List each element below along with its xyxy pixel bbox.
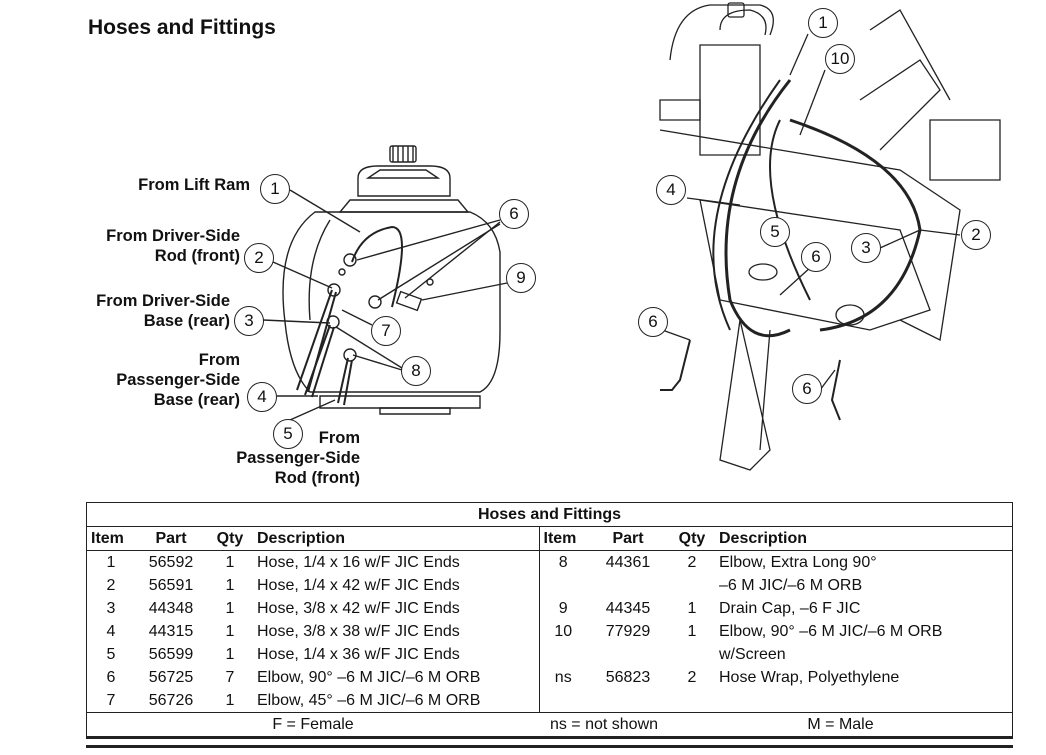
cell-description: Drain Cap, –6 F JIC bbox=[719, 600, 861, 617]
cell-qty: 7 bbox=[225, 669, 235, 686]
reservoir-diagram bbox=[262, 2, 1001, 471]
parts-table: Hoses and Fittings Item Part Qty Descrip… bbox=[87, 503, 1012, 738]
table-row: 5 56599 1 Hose, 1/4 x 36 w/F JIC Ends bbox=[87, 643, 1012, 666]
bubble-r-3: 3 bbox=[851, 233, 881, 263]
page-title: Hoses and Fittings bbox=[88, 16, 276, 39]
bubble-r-6c: 6 bbox=[792, 374, 822, 404]
header-part: Part bbox=[587, 526, 669, 551]
cell-qty: 2 bbox=[687, 554, 697, 571]
cell-item: ns bbox=[538, 666, 587, 689]
cell-qty: 1 bbox=[687, 600, 697, 617]
cell-item: 7 bbox=[106, 692, 116, 709]
legend-not-shown: ns = not shown bbox=[539, 712, 669, 738]
bubble-8: 8 bbox=[401, 356, 431, 386]
header-description: Description bbox=[253, 526, 539, 551]
cell-qty: 2 bbox=[687, 669, 697, 686]
bottom-rule bbox=[86, 745, 1013, 748]
cell-item: 6 bbox=[106, 669, 116, 686]
bubble-7: 7 bbox=[371, 316, 401, 346]
table-title: Hoses and Fittings bbox=[87, 503, 1012, 527]
cell-qty: 1 bbox=[225, 600, 235, 617]
bubble-6: 6 bbox=[499, 199, 529, 229]
bubble-r-6a: 6 bbox=[801, 242, 831, 272]
header-item: Item bbox=[538, 526, 587, 551]
table-row: 6 56725 7 Elbow, 90° –6 M JIC/–6 M ORB n… bbox=[87, 666, 1012, 689]
legend-female: F = Female bbox=[87, 712, 539, 738]
cell-qty: 1 bbox=[687, 623, 697, 640]
cell-description: Elbow, 45° –6 M JIC/–6 M ORB bbox=[257, 692, 481, 709]
legend-male: M = Male bbox=[669, 712, 1012, 738]
cell-item: 10 bbox=[538, 620, 587, 643]
header-item: Item bbox=[87, 526, 135, 551]
cell-part: 56726 bbox=[148, 692, 194, 709]
bubble-r-2: 2 bbox=[961, 220, 991, 250]
cell-description: Hose, 1/4 x 42 w/F JIC Ends bbox=[257, 577, 460, 594]
cell-description: Hose, 3/8 x 42 w/F JIC Ends bbox=[257, 600, 460, 617]
header-qty: Qty bbox=[669, 526, 715, 551]
callout-from-driver-side-base: From Driver-Side Base (rear) bbox=[96, 292, 230, 330]
legend-row: F = Female ns = not shown M = Male bbox=[87, 712, 1012, 738]
cell-part: 44348 bbox=[148, 600, 194, 617]
cell-part: 56592 bbox=[148, 554, 194, 571]
bubble-2: 2 bbox=[244, 243, 274, 273]
table-row: 4 44315 1 Hose, 3/8 x 38 w/F JIC Ends 10… bbox=[87, 620, 1012, 663]
bubble-4: 4 bbox=[247, 382, 277, 412]
cell-part: 44345 bbox=[605, 600, 651, 617]
cell-item: 1 bbox=[106, 554, 116, 571]
bubble-r-5: 5 bbox=[760, 217, 790, 247]
cell-part: 56599 bbox=[148, 646, 194, 663]
cell-qty: 1 bbox=[225, 577, 235, 594]
table-row: 7 56726 1 Elbow, 45° –6 M JIC/–6 M ORB bbox=[87, 689, 1012, 713]
cell-item: 5 bbox=[106, 646, 116, 663]
header-qty: Qty bbox=[207, 526, 253, 551]
callout-from-passenger-side-rod: From Passenger-Side Rod (front) bbox=[236, 429, 360, 487]
bubble-1: 1 bbox=[260, 174, 290, 204]
header-part: Part bbox=[135, 526, 207, 551]
cell-description: Hose, 1/4 x 36 w/F JIC Ends bbox=[257, 646, 460, 663]
cell-part: 56725 bbox=[148, 669, 194, 686]
cell-item: 3 bbox=[106, 600, 116, 617]
cell-qty: 1 bbox=[225, 692, 235, 709]
callout-from-passenger-side-base: From Passenger-Side Base (rear) bbox=[116, 351, 240, 409]
cell-description: Elbow, 90° –6 M JIC/–6 M ORB w/Screen bbox=[719, 623, 943, 663]
table-row: 1 56592 1 Hose, 1/4 x 16 w/F JIC Ends 8 … bbox=[87, 550, 1012, 594]
callout-from-driver-side-rod: From Driver-Side Rod (front) bbox=[106, 227, 240, 265]
bubble-5: 5 bbox=[273, 419, 303, 449]
cell-description: Elbow, 90° –6 M JIC/–6 M ORB bbox=[257, 669, 481, 686]
cell-description: Hose, 3/8 x 38 w/F JIC Ends bbox=[257, 623, 460, 640]
cell-item: 2 bbox=[106, 577, 116, 594]
callout-from-lift-ram: From Lift Ram bbox=[138, 176, 250, 194]
cell-part: 44315 bbox=[148, 623, 194, 640]
bubble-r-1: 1 bbox=[808, 8, 838, 38]
header-description: Description bbox=[715, 526, 1012, 551]
cell-qty: 1 bbox=[225, 646, 235, 663]
cell-description: Hose, 1/4 x 16 w/F JIC Ends bbox=[257, 554, 460, 571]
cell-part: 56823 bbox=[605, 669, 651, 686]
bubble-r-10: 10 bbox=[825, 44, 855, 74]
cell-part: 44361 bbox=[605, 554, 651, 571]
bubble-r-6b: 6 bbox=[638, 307, 668, 337]
table-row: 3 44348 1 Hose, 3/8 x 42 w/F JIC Ends 9 … bbox=[87, 597, 1012, 620]
cell-part: 56591 bbox=[148, 577, 194, 594]
cell-qty: 1 bbox=[225, 554, 235, 571]
table-row: 2 56591 1 Hose, 1/4 x 42 w/F JIC Ends bbox=[87, 574, 1012, 597]
bubble-9: 9 bbox=[506, 263, 536, 293]
cell-item: 8 bbox=[538, 550, 587, 574]
cell-item: 9 bbox=[538, 597, 587, 620]
cell-item: 4 bbox=[106, 623, 116, 640]
cell-qty: 1 bbox=[225, 623, 235, 640]
bubble-3: 3 bbox=[234, 306, 264, 336]
cell-description: Hose Wrap, Polyethylene bbox=[719, 669, 900, 686]
bubble-r-4: 4 bbox=[656, 175, 686, 205]
cell-description: Elbow, Extra Long 90° –6 M JIC/–6 M ORB bbox=[719, 554, 877, 594]
cell-part: 77929 bbox=[605, 623, 651, 640]
